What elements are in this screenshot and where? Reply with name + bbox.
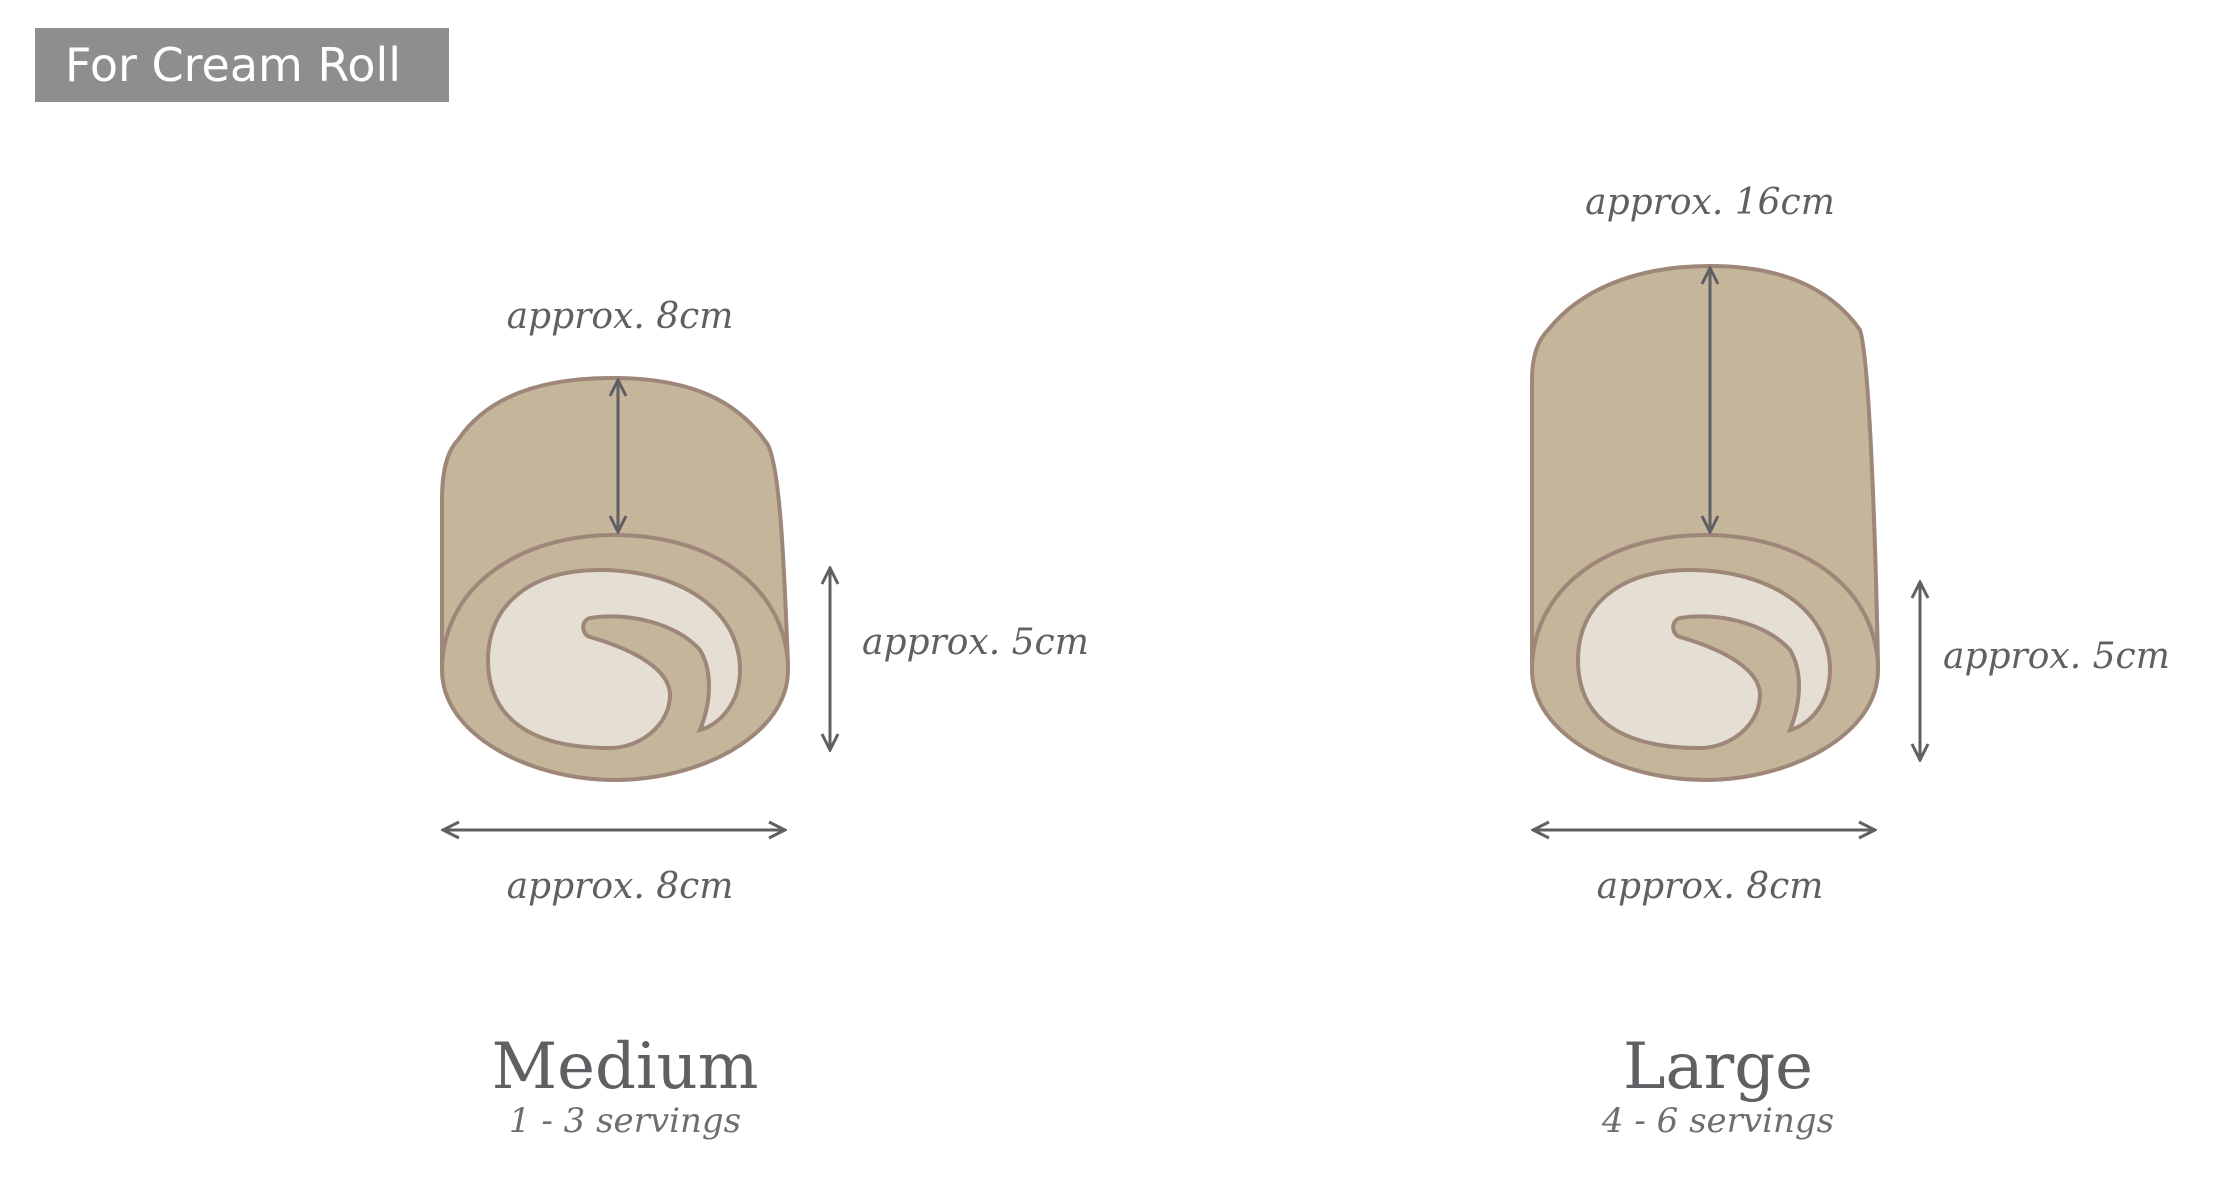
medium-side-dimension: approx. 5cm xyxy=(862,622,1089,663)
medium-roll: approx. 8cm approx. 5cm approx. 8cm Medi… xyxy=(439,296,1089,1141)
large-side-dimension: approx. 5cm xyxy=(1943,636,2170,677)
medium-size-name: Medium xyxy=(492,1030,759,1104)
medium-bottom-dimension: approx. 8cm xyxy=(507,866,734,907)
large-roll-cream xyxy=(1575,567,1833,751)
large-size-name: Large xyxy=(1623,1030,1813,1104)
medium-top-dimension: approx. 8cm xyxy=(507,296,734,337)
large-servings: 4 - 6 servings xyxy=(1601,1101,1834,1141)
large-bottom-dimension: approx. 8cm xyxy=(1597,866,1824,907)
large-roll: approx. 16cm approx. 5cm approx. 8cm Lar… xyxy=(1529,182,2170,1141)
medium-servings: 1 - 3 servings xyxy=(509,1101,741,1141)
header-title: For Cream Roll xyxy=(35,28,449,102)
large-top-dimension: approx. 16cm xyxy=(1585,182,1835,223)
medium-roll-cream xyxy=(485,567,743,751)
